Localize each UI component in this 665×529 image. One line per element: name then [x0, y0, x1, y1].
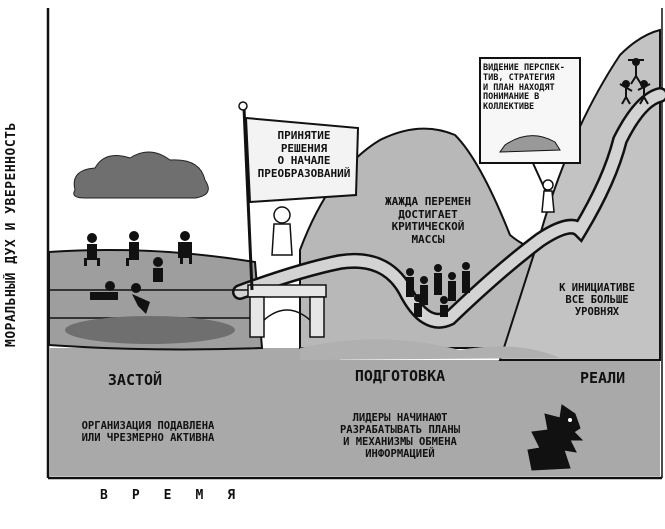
y-axis-label: МОРАЛЬНЫЙ ДУХ И УВЕРЕННОСТЬ: [4, 122, 19, 348]
road-surface: [234, 89, 665, 327]
vision-board-text: ВИДЕНИЕ ПЕРСПЕК- ТИВ, СТРАТЕГИЯ И ПЛАН Н…: [483, 63, 565, 113]
person-icon: [178, 231, 192, 264]
sign-board-icon: [479, 57, 581, 206]
x-axis-label: ВРЕМЯ: [100, 488, 260, 503]
flag-text: ПРИНЯТИЕ РЕШЕНИЯ О НАЧАЛЕ ПРЕОБРАЗОВАНИЙ: [257, 129, 351, 180]
person-icon: [90, 281, 118, 300]
stage-description-preparation: ЛИДЕРЫ НАЧИНАЮТ РАЗРАБАТЫВАТЬ ПЛАНЫ И МЕ…: [339, 412, 461, 461]
dancer-icon: [619, 58, 651, 105]
leader-icon: [271, 206, 293, 256]
flag-pole: [242, 107, 254, 291]
flag-pole-knob: [238, 101, 248, 111]
crowd-icon: [406, 262, 470, 317]
bridge-icon: [247, 284, 327, 338]
person-icon: [126, 231, 139, 266]
lowland: [300, 339, 560, 360]
person-icon: [153, 257, 163, 282]
stage-title-stagnation: ЗАСТОЙ: [107, 371, 163, 389]
ground-band: [49, 348, 660, 476]
flag-icon: [244, 116, 360, 204]
puddle-icon: [65, 316, 235, 344]
initiative-text: К ИНИЦИАТИВЕ ВСЕ БОЛЬШЕ УРОВНЯХ: [559, 282, 635, 319]
stage-description-stagnation: ОРГАНИЗАЦИЯ ПОДАВЛЕНА ИЛИ ЧРЕЗМЕРНО АКТИ…: [81, 420, 215, 445]
stage-title-realization: РЕАЛИ: [580, 369, 626, 387]
stage-title-preparation: ПОДГОТОВКА: [354, 367, 446, 385]
critical-mass-text: ЖАЖДА ПЕРЕМЕН ДОСТИГАЕТ КРИТИЧЕСКОЙ МАСС…: [384, 195, 472, 246]
person-icon: [541, 179, 555, 213]
person-icon: [84, 233, 100, 266]
person-icon: [131, 283, 150, 314]
cloud-icon: [73, 151, 209, 199]
